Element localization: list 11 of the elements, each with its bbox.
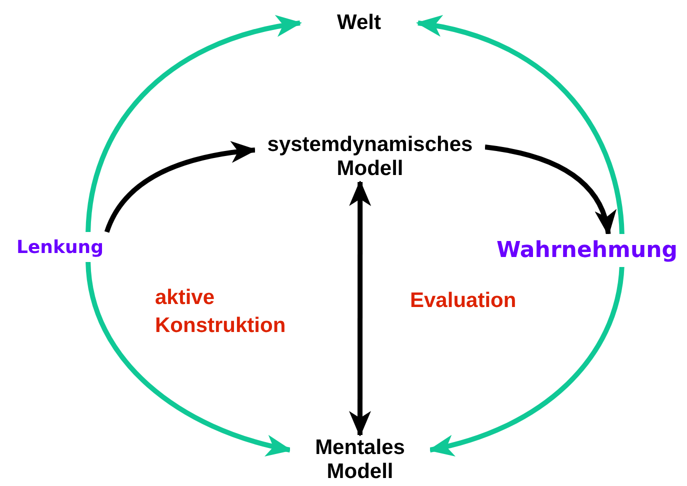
process-label: aktive Konstruktion (155, 285, 287, 339)
process-label: Evaluation (410, 288, 518, 314)
arrow (349, 180, 372, 437)
arrow (86, 262, 292, 456)
arrow (416, 16, 624, 234)
node-label: systemdynamisches Modell (255, 133, 485, 181)
arrow (86, 16, 302, 232)
arrow (484, 144, 615, 236)
arrow (428, 266, 624, 456)
node-label: Wahrnehmung (496, 234, 678, 266)
arrow (104, 142, 257, 233)
